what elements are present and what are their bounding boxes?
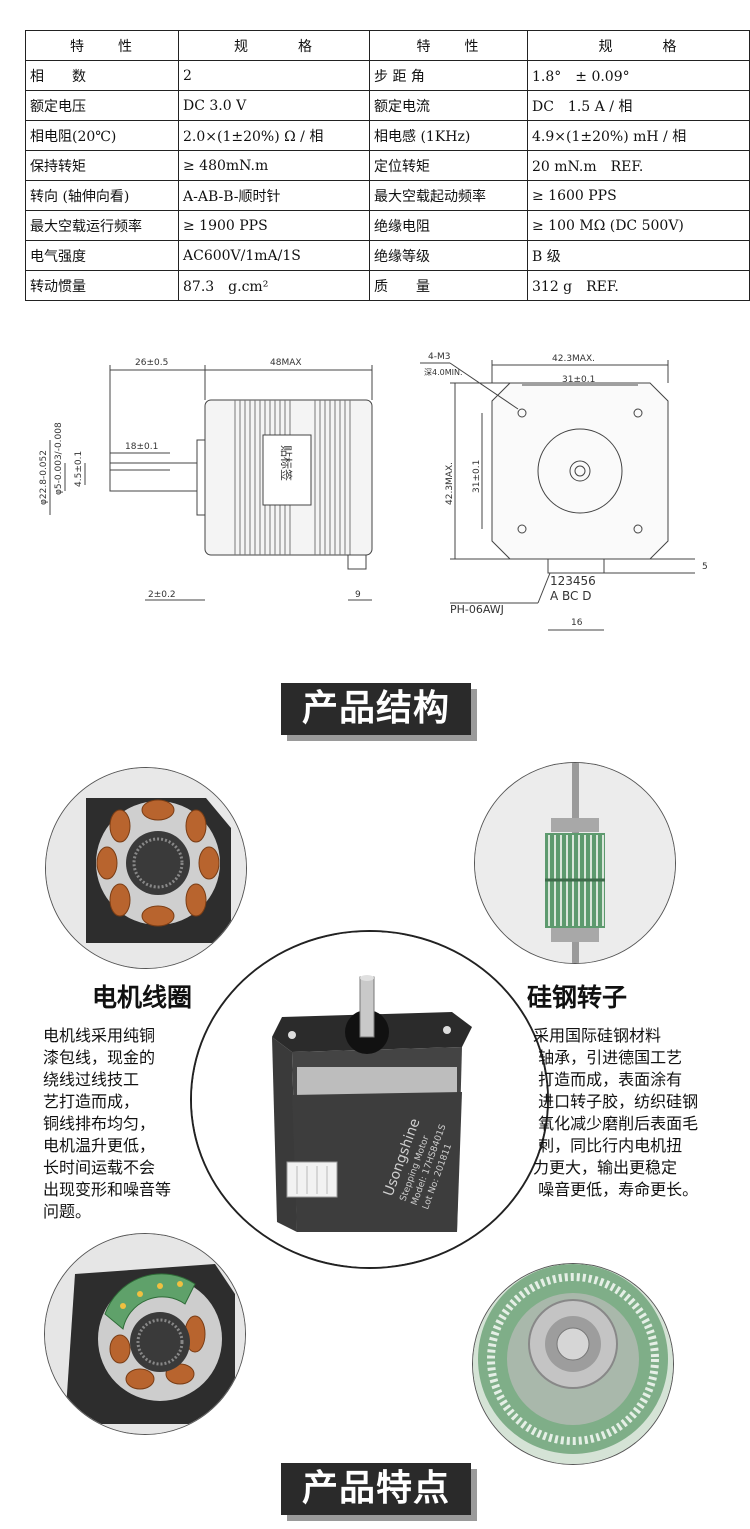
spec-property-cell: 额定电流 <box>369 90 528 121</box>
spec-property-cell: 额定电压 <box>25 90 179 121</box>
spec-property-cell: 最大空载运行频率 <box>25 210 179 241</box>
connector-name: PH-06AWJ <box>450 603 504 616</box>
spec-value-cell: 20 mN.m REF. <box>527 150 750 181</box>
dim-connector-height: 5 <box>702 562 708 572</box>
spec-property-cell: 定位转矩 <box>369 150 528 181</box>
dim-boss-height: 2±0.2 <box>148 590 176 600</box>
spec-value-cell: DC 1.5 A / 相 <box>527 90 750 121</box>
spec-value-cell: 87.3 g.cm² <box>178 270 370 301</box>
front-view-drawing: 4-M3 深4.0MIN. 42.3MAX. 31±0.1 42.3MAX. 3… <box>420 352 708 631</box>
spec-property-cell: 绝缘等级 <box>369 240 528 271</box>
dim-shaft-diameter: φ5-0.003/-0.008 <box>54 422 64 495</box>
spec-property-cell: 转动惯量 <box>25 270 179 301</box>
spec-property-cell: 质 量 <box>369 270 528 301</box>
spec-value-cell: 312 g REF. <box>527 270 750 301</box>
spec-value-cell: ≥ 1600 PPS <box>527 180 750 211</box>
dim-boss-diameter: φ22.8-0.052 <box>39 450 49 505</box>
spec-property-cell: 相 数 <box>25 60 179 91</box>
spec-row: 相电阻(20℃)2.0×(1±20%) Ω / 相相电感 (1KHz)4.9×(… <box>25 120 750 151</box>
spec-value-cell: 2.0×(1±20%) Ω / 相 <box>178 120 370 151</box>
spec-value-cell: ≥ 480mN.m <box>178 150 370 181</box>
section-banner-features: 产品特点 <box>281 1463 471 1515</box>
dim-flat-depth: 4.5±0.1 <box>74 451 84 487</box>
spec-value-cell: ≥ 1900 PPS <box>178 210 370 241</box>
motor-photo: Usongshine Stepping Motor Model: 17HS840… <box>190 930 549 1269</box>
rotor-photo <box>474 762 676 964</box>
spec-value-cell: 1.8° ± 0.09° <box>527 60 750 91</box>
coil-photo <box>45 767 247 969</box>
coil-description: 电机线采用纯铜 漆包线，现金的 绕线过线技工 艺打造而成， 铜线排布均匀， 电机… <box>43 1026 172 1221</box>
connector-pin-numbers: 123456 <box>550 574 596 588</box>
dim-connector-width: 16 <box>571 618 583 628</box>
section-banner-structure: 产品结构 <box>281 683 471 735</box>
spec-property-cell: 保持转矩 <box>25 150 179 181</box>
dim-thread-depth: 深4.0MIN. <box>424 368 463 377</box>
spec-property-cell: 最大空载起动频率 <box>369 180 528 211</box>
dim-height: 42.3MAX. <box>445 462 455 505</box>
dim-thread: 4-M3 <box>428 352 450 362</box>
spec-value-cell: A-AB-B-顺时针 <box>178 180 370 211</box>
rotor-description: 采用国际硅钢材料 轴承，引进德国工艺 打造而成，表面涂有 进口转子胶，纺织硅钢 … <box>533 1026 699 1199</box>
spec-property-cell: 电气强度 <box>25 240 179 271</box>
spec-value-cell: B 级 <box>527 240 750 271</box>
dim-connector-offset: 9 <box>355 590 361 600</box>
spec-value-cell: AC600V/1mA/1S <box>178 240 370 271</box>
spec-row: 转向 (轴伸向看)A-AB-B-顺时针最大空载起动频率≥ 1600 PPS <box>25 180 750 211</box>
spec-property-cell: 相电阻(20℃) <box>25 120 179 151</box>
spec-property-cell: 步 距 角 <box>369 60 528 91</box>
label-sticker: 贴标签 <box>279 445 294 481</box>
spec-header-cell: 规 格 <box>178 30 370 61</box>
coil-title: 电机线圈 <box>92 983 193 1012</box>
spec-value-cell: 4.9×(1±20%) mH / 相 <box>527 120 750 151</box>
connector-pin-labels: A BC D <box>550 589 591 603</box>
spec-header-cell: 特 性 <box>369 30 528 61</box>
spec-value-cell: 2 <box>178 60 370 91</box>
side-view-drawing: 26±0.5 48MAX 18±0.1 2±0.2 9 φ22.8-0.052 … <box>39 358 373 601</box>
spec-header-row: 特 性 规 格 特 性 规 格 <box>25 30 750 61</box>
spec-property-cell: 相电感 (1KHz) <box>369 120 528 151</box>
dim-body-length: 48MAX <box>270 358 302 368</box>
spec-property-cell: 转向 (轴伸向看) <box>25 180 179 211</box>
dim-flat-length: 18±0.1 <box>125 442 158 452</box>
spec-header-cell: 特 性 <box>25 30 179 61</box>
dim-shaft-length: 26±0.5 <box>135 358 168 368</box>
rotor-title: 硅钢转子 <box>527 983 628 1012</box>
spec-header-cell: 规 格 <box>527 30 750 61</box>
spec-value-cell: DC 3.0 V <box>178 90 370 121</box>
rotor-end-photo <box>472 1263 674 1465</box>
dim-hole-pitch-v: 31±0.1 <box>472 460 482 493</box>
dim-hole-pitch-h: 31±0.1 <box>562 375 595 385</box>
dim-width: 42.3MAX. <box>552 354 595 364</box>
stator-pcb-photo <box>44 1233 246 1435</box>
spec-value-cell: ≥ 100 MΩ (DC 500V) <box>527 210 750 241</box>
spec-property-cell: 绝缘电阻 <box>369 210 528 241</box>
